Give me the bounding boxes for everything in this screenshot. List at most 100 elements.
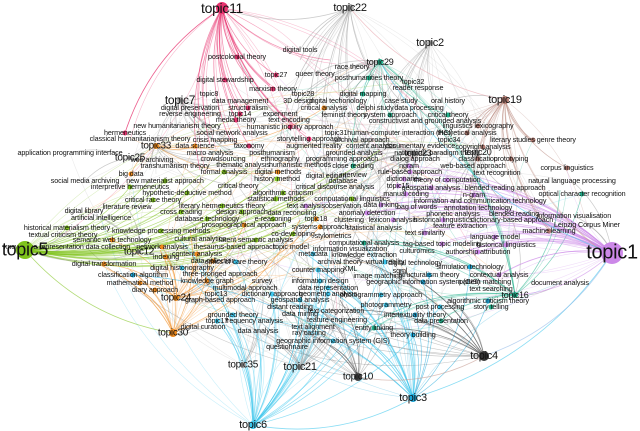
topic-hub-label[interactable]: topic7: [164, 93, 196, 107]
term-label[interactable]: digital edition: [305, 171, 347, 180]
term-label[interactable]: topic13: [204, 289, 228, 298]
term-label[interactable]: digital transformation: [71, 259, 137, 268]
term-label[interactable]: humanistic inquiry approach: [246, 122, 334, 131]
term-label[interactable]: document analysis: [531, 278, 589, 287]
term-label[interactable]: graph-based approach: [184, 295, 256, 304]
term-label[interactable]: dictionary approach: [241, 289, 303, 298]
term-label[interactable]: computational analysis: [328, 238, 400, 247]
topic-hub-label[interactable]: topic16: [501, 290, 529, 300]
term-label[interactable]: prototyping: [493, 154, 529, 163]
term-label[interactable]: reverse engineering: [159, 109, 221, 118]
term-label[interactable]: metadata: [298, 249, 328, 258]
term-label[interactable]: knowledge processing methods: [112, 226, 210, 235]
term-label[interactable]: crisis mapping: [192, 135, 238, 144]
term-label[interactable]: content analysis: [346, 141, 396, 150]
term-label[interactable]: photogrammetry: [360, 300, 412, 309]
term-label[interactable]: literature review: [102, 202, 152, 211]
term-label[interactable]: ngram: [399, 161, 419, 170]
term-label[interactable]: text alignment: [291, 322, 335, 331]
topic-hub-label[interactable]: topic19: [488, 94, 522, 106]
term-label[interactable]: systems approach: [291, 222, 349, 231]
term-label[interactable]: structuralism theory: [398, 270, 460, 279]
term-label[interactable]: text similarity: [404, 228, 446, 237]
term-label[interactable]: data linking: [363, 200, 399, 209]
term-label[interactable]: algorithmic criticism theory: [447, 296, 529, 305]
term-label[interactable]: mathematical method: [106, 278, 174, 287]
term-label[interactable]: critical race theory: [124, 195, 182, 204]
term-label[interactable]: application programming interface: [17, 148, 123, 157]
term-label[interactable]: phonetic analysis: [426, 209, 480, 218]
term-label[interactable]: thesaurus-based approach: [193, 242, 277, 251]
term-label[interactable]: race theory: [334, 62, 370, 71]
topic-hub-label[interactable]: topic10: [342, 371, 374, 383]
term-label[interactable]: observation: [324, 201, 362, 210]
term-label[interactable]: statistical analysis: [346, 223, 402, 232]
term-label[interactable]: survey: [251, 276, 273, 285]
term-label[interactable]: data collection: [190, 256, 236, 265]
term-label[interactable]: delphi study: [356, 103, 394, 112]
term-label[interactable]: authorship attribution: [445, 247, 511, 256]
term-label[interactable]: topic28: [291, 89, 315, 98]
term-label[interactable]: questionnaire: [266, 342, 308, 351]
term-label[interactable]: case study: [384, 96, 418, 105]
term-label[interactable]: knowledge representation data collection: [3, 242, 131, 251]
term-label[interactable]: storytelling approach: [276, 134, 342, 143]
term-label[interactable]: digital curation: [180, 322, 226, 331]
term-label[interactable]: postcolonial theory: [207, 52, 267, 61]
term-label[interactable]: digital stewardship: [196, 75, 254, 84]
term-label[interactable]: topic18: [304, 214, 328, 223]
topic-hub-label[interactable]: topic5: [1, 239, 49, 260]
term-label[interactable]: geometric analysis: [299, 289, 357, 298]
term-label[interactable]: data mining: [281, 309, 319, 318]
topic-hub-label[interactable]: topic20: [464, 147, 492, 157]
term-label[interactable]: contextual analysis: [469, 270, 529, 279]
term-label[interactable]: feature extraction: [433, 221, 487, 230]
term-label[interactable]: virtual reality: [365, 257, 405, 266]
term-label[interactable]: e-reasoning: [254, 214, 292, 223]
term-label[interactable]: topic8: [199, 89, 219, 98]
term-label[interactable]: text categorization: [307, 306, 365, 315]
term-label[interactable]: intertextuality theory: [383, 310, 447, 319]
term-label[interactable]: data management: [211, 96, 269, 105]
term-label[interactable]: digital techonology: [309, 96, 367, 105]
term-label[interactable]: posthumanism: [249, 148, 295, 157]
topic-hub-label[interactable]: topic11: [200, 0, 244, 16]
term-label[interactable]: archival theory: [317, 257, 363, 266]
term-label[interactable]: image matching: [353, 271, 403, 280]
term-label[interactable]: historical materialism theory: [23, 223, 111, 232]
term-label[interactable]: dictionaries: [386, 174, 422, 183]
term-label[interactable]: grounded theory: [207, 310, 259, 319]
term-label[interactable]: grounded analysis: [325, 148, 383, 157]
term-label[interactable]: pattern matching: [459, 277, 511, 286]
term-label[interactable]: n-gram: [462, 190, 486, 199]
term-label[interactable]: naturalistic paradigm theory: [394, 148, 480, 157]
term-label[interactable]: feminist theory: [321, 110, 367, 119]
term-label[interactable]: text encoding: [268, 115, 310, 124]
term-label[interactable]: classification algorithm: [98, 270, 168, 279]
term-label[interactable]: constructivist and grounded analysis: [368, 116, 482, 125]
term-label[interactable]: literary studies genre theory: [490, 135, 576, 144]
term-label[interactable]: XML: [342, 264, 358, 273]
term-label[interactable]: textual criticism theory: [28, 230, 98, 239]
term-label[interactable]: three-pronged approach: [182, 269, 258, 278]
term-label[interactable]: cultural analytics: [174, 234, 226, 243]
term-label[interactable]: classification: [458, 154, 498, 163]
term-label[interactable]: 3D design: [283, 96, 315, 105]
topic-hub-label[interactable]: topic30: [157, 327, 189, 339]
topic-hub-label[interactable]: topic24: [160, 292, 192, 304]
term-label[interactable]: theoretical analysis: [437, 128, 497, 137]
term-label[interactable]: topic15: [386, 181, 410, 190]
term-label[interactable]: critical discourse analysis: [295, 182, 375, 191]
term-label[interactable]: information visualization: [312, 244, 388, 253]
term-label[interactable]: text recognition: [473, 168, 521, 177]
term-label[interactable]: blended reading: [488, 209, 540, 218]
term-label[interactable]: lexicon analysis: [368, 215, 418, 224]
term-label[interactable]: classical humanitarianism theory: [89, 134, 191, 143]
term-label[interactable]: data representation: [297, 283, 359, 292]
term-label[interactable]: data analysis: [237, 326, 279, 335]
term-label[interactable]: artificial intelligence: [70, 213, 132, 222]
term-label[interactable]: web archiving: [130, 155, 174, 164]
term-label[interactable]: stylometrics: [314, 231, 352, 240]
term-label[interactable]: system approach: [363, 110, 417, 119]
term-label[interactable]: simulation technology: [436, 262, 504, 271]
